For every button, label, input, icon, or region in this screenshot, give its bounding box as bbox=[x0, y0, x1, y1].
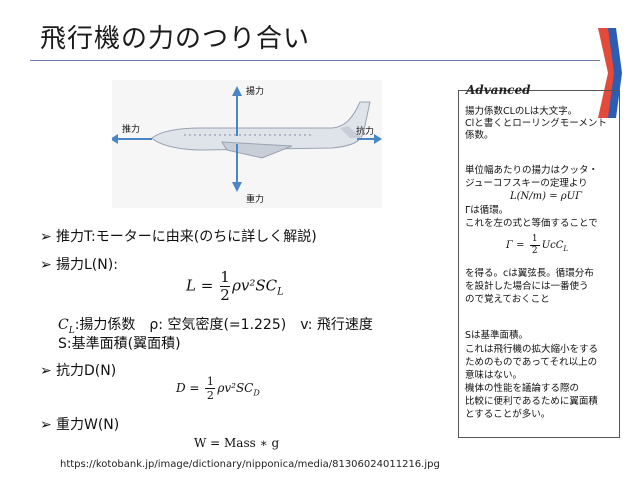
kutta-joukowski-equation: L(N/m) = ρUΓ bbox=[510, 191, 583, 202]
advanced-line: ジューコフスキーの定理より bbox=[465, 178, 588, 189]
advanced-line: 比較に便利であるために翼面積 bbox=[465, 396, 598, 407]
advanced-line: 機体の性能を議論する際の bbox=[465, 383, 580, 394]
advanced-label: Advanced bbox=[466, 83, 531, 97]
airplane-figure: 揚力 推力 抗力 重力 bbox=[110, 80, 382, 208]
bullet-lift: ➢揚力L(N): bbox=[40, 257, 118, 273]
bullet-thrust: ➢推力T:モーターに由来(のちに詳しく解説) bbox=[40, 229, 317, 245]
thrust-label: 推力 bbox=[122, 125, 141, 135]
advanced-line: これは飛行機の拡大縮小をする bbox=[465, 344, 599, 355]
bullet-drag: ➢抗力D(N) bbox=[40, 363, 117, 379]
lift-label: 揚力 bbox=[246, 87, 265, 97]
bullet-weight: ➢重力W(N) bbox=[40, 417, 120, 433]
title-underline bbox=[30, 60, 600, 61]
advanced-line: を得る。cは翼弦長。循環分布 bbox=[465, 268, 594, 279]
advanced-line: を設計した場合には一番使う bbox=[465, 281, 589, 292]
advanced-line: Clと書くとローリングモーメント bbox=[465, 118, 607, 129]
advanced-line: これを左の式と等価することで bbox=[465, 218, 598, 229]
advanced-line: ためのものであってそれ以上の bbox=[465, 357, 598, 368]
advanced-line: Γは循環。 bbox=[465, 205, 509, 216]
page-title: 飛行機の力のつり合い bbox=[40, 24, 311, 54]
advanced-box bbox=[458, 90, 620, 438]
decorative-chevrons bbox=[598, 28, 622, 118]
weight-equation: W = Mass ∗ g bbox=[194, 436, 280, 450]
advanced-line: 単位幅あたりの揚力はクッタ・ bbox=[465, 165, 599, 176]
advanced-line: Sは基準面積。 bbox=[465, 330, 529, 341]
cl-symbol: CL bbox=[58, 317, 75, 336]
advanced-line: とすることが多い。 bbox=[465, 409, 551, 420]
airplane-diagram bbox=[110, 86, 382, 192]
source-url: https://kotobank.jp/image/dictionary/nip… bbox=[60, 459, 440, 470]
advanced-line: 意味はない。 bbox=[465, 370, 523, 381]
bullet-arrow-icon: ➢ bbox=[40, 417, 52, 433]
weight-label: 重力 bbox=[246, 195, 265, 205]
bullet-arrow-icon: ➢ bbox=[40, 229, 52, 245]
advanced-line: ので覚えておくこと bbox=[465, 294, 550, 305]
lift-description-2: S:基準面積(翼面積) bbox=[58, 336, 181, 352]
drag-label: 抗力 bbox=[356, 127, 375, 137]
advanced-line: 揚力係数CLのLは大文字。 bbox=[465, 106, 578, 117]
advanced-line: 係数。 bbox=[465, 130, 494, 141]
bullet-arrow-icon: ➢ bbox=[40, 257, 52, 273]
lift-description-1: CL:揚力係数 ρ: 空気密度(=1.225) v: 飛行速度 bbox=[58, 317, 373, 336]
bullet-arrow-icon: ➢ bbox=[40, 363, 52, 379]
